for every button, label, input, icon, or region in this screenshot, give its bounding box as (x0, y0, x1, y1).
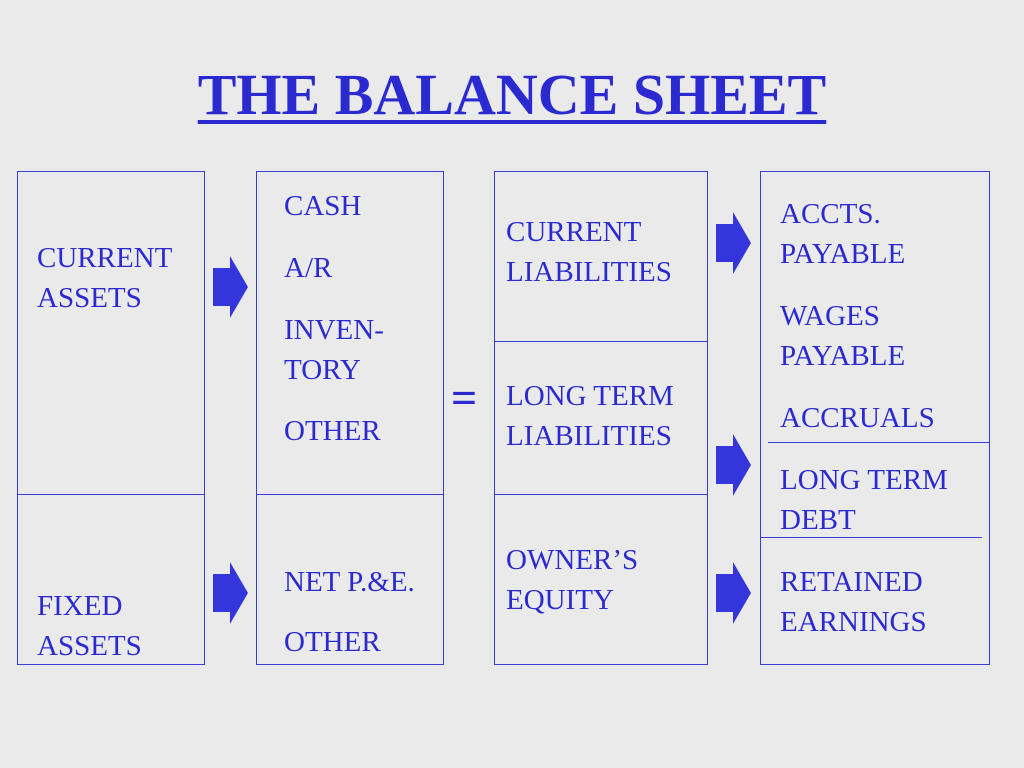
right-arrow-icon (716, 212, 751, 274)
equals-sign: = (451, 372, 478, 423)
liabilities-divider-1 (494, 341, 708, 342)
claim-details-divider-1 (768, 442, 990, 443)
asset-details-divider (256, 494, 444, 495)
claim-details-column (760, 171, 990, 665)
list-item-other-current: OTHER (284, 415, 381, 447)
right-arrow-icon (716, 562, 751, 624)
list-item-other-fixed: OTHER (284, 626, 381, 658)
fixed-assets-label: FIXED ASSETS (37, 590, 142, 662)
list-item-wages-payable: WAGES PAYABLE (780, 300, 906, 372)
list-item-long-term-debt: LONG TERM DEBT (780, 464, 948, 536)
claim-details-divider-2 (760, 537, 982, 538)
right-arrow-icon (213, 256, 248, 318)
liabilities-divider-2 (494, 494, 708, 495)
list-item-net-pe: NET P.&E. (284, 566, 415, 598)
list-item-accts-payable: ACCTS. PAYABLE (780, 198, 906, 270)
assets-divider (17, 494, 205, 495)
long-term-liabilities-label: LONG TERM LIABILITIES (506, 380, 674, 452)
liabilities-equity-column (494, 171, 708, 665)
asset-details-column (256, 171, 444, 665)
list-item-retained-earnings: RETAINED EARNINGS (780, 566, 927, 638)
list-item-ar: A/R (284, 252, 333, 284)
assets-column (17, 171, 205, 665)
list-item-accruals: ACCRUALS (780, 402, 935, 434)
list-item-inventory: INVEN- TORY (284, 314, 384, 386)
list-item-cash: CASH (284, 190, 362, 222)
current-liabilities-label: CURRENT LIABILITIES (506, 216, 672, 288)
current-assets-label: CURRENT ASSETS (37, 242, 173, 314)
right-arrow-icon (716, 434, 751, 496)
right-arrow-icon (213, 562, 248, 624)
page-title: THE BALANCE SHEET (197, 62, 827, 127)
owners-equity-label: OWNER’S EQUITY (506, 544, 639, 616)
